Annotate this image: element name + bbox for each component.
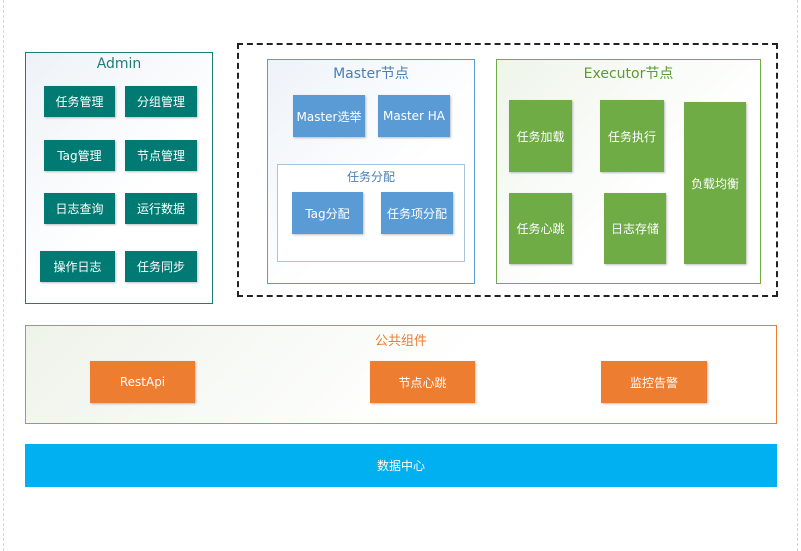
task-execute-button[interactable]: 任务执行 [600,100,664,172]
master-election-button[interactable]: Master选举 [293,95,365,137]
admin-task-sync[interactable]: 任务同步 [125,251,197,282]
admin-panel: Admin 任务管理 分组管理 Tag管理 节点管理 日志查询 运行数据 操作日… [25,52,213,304]
admin-tag-management[interactable]: Tag管理 [44,140,115,171]
common-title: 公共组件 [374,334,427,349]
task-load-button[interactable]: 任务加载 [509,100,572,172]
scheduler-cluster-frame [237,43,778,297]
admin-runtime-data[interactable]: 运行数据 [125,193,197,224]
task-item-assign-button[interactable]: 任务项分配 [381,192,453,234]
node-heartbeat-button[interactable]: 节点心跳 [370,361,475,403]
tag-assign-button[interactable]: Tag分配 [292,192,363,234]
admin-log-query[interactable]: 日志查询 [44,193,115,224]
restapi-button[interactable]: RestApi [90,361,195,403]
monitor-alert-button[interactable]: 监控告警 [601,361,707,403]
load-balance-button[interactable]: 负载均衡 [684,102,746,264]
data-center-bar[interactable]: 数据中心 [25,444,777,487]
master-title: Master节点 [333,66,409,82]
task-heartbeat-button[interactable]: 任务心跳 [509,193,572,264]
admin-group-management[interactable]: 分组管理 [125,86,197,117]
task-assign-panel: 任务分配 Tag分配 任务项分配 [277,164,465,262]
admin-node-management[interactable]: 节点管理 [125,140,197,171]
master-ha-button[interactable]: Master HA [378,95,450,137]
common-components-panel: 公共组件 RestApi 节点心跳 监控告警 [25,325,777,424]
executor-title: Executor节点 [583,66,674,82]
executor-node-panel: Executor节点 任务加载 任务执行 任务心跳 日志存储 负载均衡 [496,59,761,284]
task-assign-title: 任务分配 [346,170,395,184]
page-edge-left [3,0,4,551]
admin-title: Admin [96,56,142,72]
admin-task-management[interactable]: 任务管理 [44,86,115,117]
page-edge-right [797,0,798,551]
log-storage-button[interactable]: 日志存储 [604,193,666,264]
admin-operation-log[interactable]: 操作日志 [40,251,115,282]
